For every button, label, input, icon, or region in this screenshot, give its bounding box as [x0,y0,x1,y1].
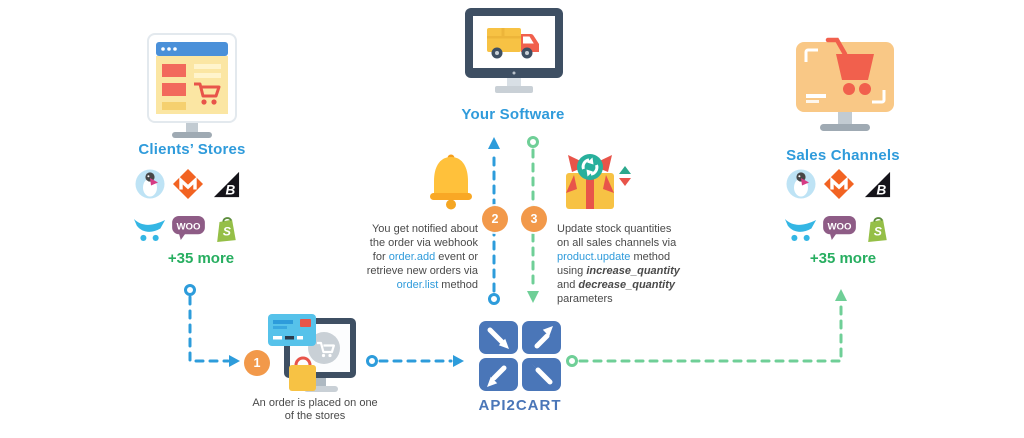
line-start-dot [366,355,378,367]
arrow-right-icon [453,355,464,367]
notification-bell-icon [430,154,472,210]
sales-channels-monitor-icon [796,37,894,131]
line-start-dot [527,136,539,148]
prestashop-icon [135,169,165,199]
step-2-description: You get notified about the order via web… [352,222,478,292]
api2cart-label: API2CART [478,397,562,414]
step-2-number: 2 [491,212,499,226]
step-3-number: 3 [530,212,538,226]
clients-stores-title: Clients’ Stores [138,141,246,158]
product-update-method-link[interactable]: product.update [557,251,631,263]
text-line: parameters [557,293,613,305]
opencart-icon [784,218,817,241]
arrow-up-icon [488,137,500,149]
line-start-dot [566,355,578,367]
credit-card-icon [268,314,316,346]
text-line: using increase_quantity [557,265,680,277]
shopping-bag-handle [294,356,312,366]
woocommerce-icon: WOO [171,215,205,241]
order-list-method-link[interactable]: order.list [396,279,439,291]
svg-text:S: S [874,224,882,238]
sales-channels-title: Sales Channels [786,147,900,164]
arrow-up-icon [835,289,847,301]
shopify-icon: S [868,216,887,242]
text-line: You get notified about [371,223,478,235]
prestashop-icon [786,169,816,199]
svg-text:B: B [876,182,886,197]
magento-icon [173,169,203,199]
stock-update-gift-icon [566,154,631,209]
your-software-monitor-icon [465,8,563,93]
text-line: and decrease_quantity [557,279,676,291]
your-software-title: Your Software [461,106,565,123]
text-line: for order.add event or [372,251,478,263]
caption-line: of the stores [284,410,346,422]
decrease-quantity-param: decrease_quantity [578,279,676,291]
text-line: Update stock quantities [557,223,672,235]
step-1-badge: 1 [244,350,270,376]
order-placed-caption: An order is placed on one of the stores [225,397,405,423]
order-placed-computer-icon [268,314,356,392]
caption-line: An order is placed on one [252,397,378,409]
clients-more-label: +35 more [167,250,235,267]
shopify-icon: S [217,216,236,242]
line-start-dot [488,293,500,305]
step-2-badge: 2 [482,206,508,232]
order-add-method-link[interactable]: order.add [388,251,436,263]
text-line: the order via webhook [369,237,478,249]
shopping-bag-icon [289,365,316,391]
clients-stores-monitor-icon [147,33,237,138]
svg-text:B: B [225,182,235,197]
step-1-number: 1 [253,356,261,370]
clients-platforms: B WOO S [131,162,245,250]
clients-to-order-line [188,295,230,363]
woocommerce-icon: WOO [822,215,856,241]
api2cart-logo-icon [479,321,561,391]
text-line: order.list method [396,279,478,291]
arrow-right-icon [229,355,240,367]
svg-text:WOO: WOO [827,221,852,232]
arrow-down-icon [527,291,539,303]
text-line: product.update method [557,251,671,263]
svg-text:S: S [223,224,231,238]
opencart-icon [133,218,166,241]
decrease-triangle-icon [619,178,631,186]
magento-icon [824,169,854,199]
line-start-dot [184,284,196,296]
bigcommerce-icon: B [864,171,890,197]
step-3-description: Update stock quantities on all sales cha… [557,222,689,306]
bigcommerce-icon: B [213,171,239,197]
step-3-badge: 3 [521,206,547,232]
api2cart-to-sales-line [578,301,843,363]
sales-platforms: B WOO S [782,162,896,250]
text-line: retrieve new orders via [366,265,478,277]
text-line: on all sales channels via [557,237,677,249]
svg-text:WOO: WOO [176,221,201,232]
increase-quantity-param: increase_quantity [586,265,680,277]
sales-more-label: +35 more [809,250,877,267]
increase-triangle-icon [619,166,631,174]
